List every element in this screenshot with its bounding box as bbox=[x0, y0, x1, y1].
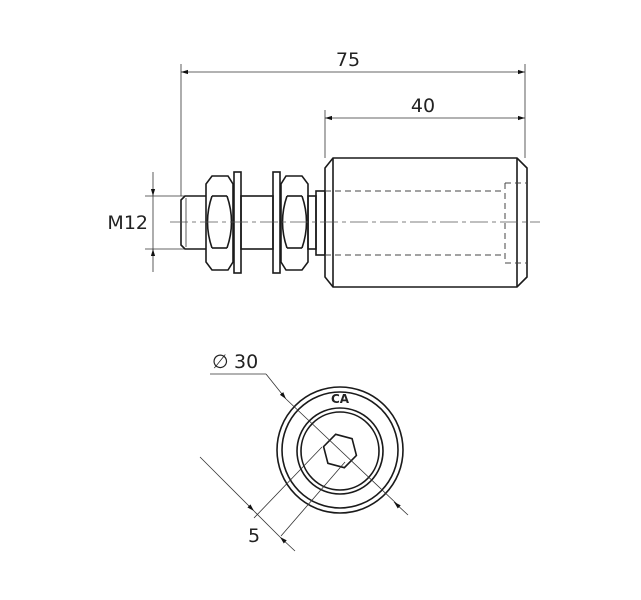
end-view: CA ∅ 30 5 bbox=[199, 351, 409, 552]
dimension-overall-length: 75 bbox=[336, 49, 360, 71]
roller-body bbox=[324, 157, 528, 288]
washer bbox=[272, 171, 281, 274]
extension-line bbox=[253, 446, 323, 519]
hex-nut bbox=[205, 175, 234, 271]
dimension-thread: M12 bbox=[107, 212, 148, 234]
roller-outer-edge bbox=[276, 386, 404, 514]
collar bbox=[315, 190, 326, 256]
threaded-stud bbox=[180, 195, 206, 250]
diameter-leader bbox=[265, 373, 287, 400]
bearing-ring bbox=[296, 407, 384, 495]
hex-nut bbox=[280, 175, 309, 271]
threaded-stud-mid bbox=[240, 195, 274, 250]
extension-line bbox=[280, 461, 346, 537]
washer bbox=[233, 171, 242, 274]
side-view: 75 40 M12 bbox=[107, 49, 540, 288]
diameter-symbol: ∅ bbox=[212, 351, 229, 373]
hex-socket bbox=[322, 433, 358, 469]
dimension-diameter: 30 bbox=[234, 351, 258, 373]
dimension-arrow bbox=[199, 456, 255, 512]
logo: CA bbox=[331, 392, 350, 406]
diameter-line bbox=[285, 398, 399, 506]
dimension-hex-socket: 5 bbox=[248, 525, 260, 547]
svg-text:CA: CA bbox=[331, 392, 350, 406]
dimension-roller-length: 40 bbox=[411, 95, 435, 117]
